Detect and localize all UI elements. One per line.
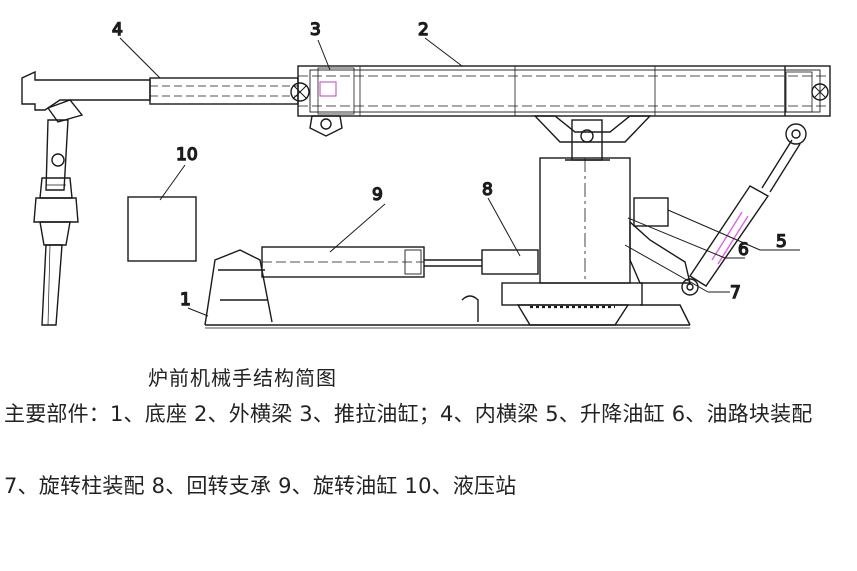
leader-lines (119, 37, 800, 317)
hydraulic-station (127, 196, 197, 262)
push-pull-cylinder (309, 81, 343, 137)
callout-3: 3 (310, 20, 321, 40)
callout-5: 5 (776, 232, 787, 252)
callout-4: 4 (112, 20, 123, 40)
callout-6: 6 (738, 240, 749, 260)
lift-cylinder (681, 123, 807, 296)
outer-beam (297, 65, 831, 117)
callout-7: 7 (730, 283, 741, 303)
slewing-bearing (501, 282, 643, 326)
callout-9: 9 (372, 185, 383, 205)
callout-2: 2 (418, 20, 429, 40)
manipulator-structure-diagram: 1 2 3 4 5 6 7 8 9 10 (21, 19, 831, 329)
rotary-cylinder (261, 246, 539, 278)
callout-8: 8 (482, 180, 493, 200)
callout-10: 10 (176, 145, 198, 165)
callout-1: 1 (180, 290, 191, 310)
inner-beam (21, 70, 310, 111)
diagram-title: 炉前机械手结构简图 (148, 366, 337, 390)
gripper-arm (33, 99, 84, 326)
parts-list-line-2: 7、旋转柱装配 8、回转支承 9、旋转油缸 10、液压站 (4, 474, 517, 498)
column-mount (533, 115, 691, 284)
parts-list-line-1: 主要部件：1、底座 2、外横梁 3、推拉油缸；4、内横梁 5、升降油缸 6、油路… (4, 402, 813, 426)
